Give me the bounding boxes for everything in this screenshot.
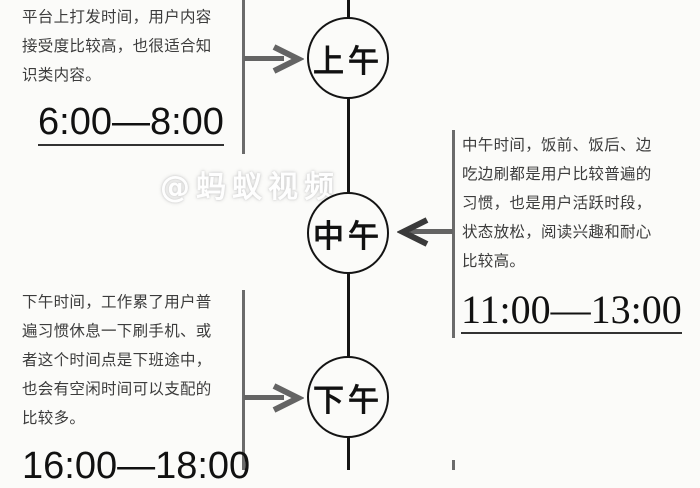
bracket-line-noon — [452, 130, 455, 338]
description-line: 中午时间，饭前、饭后、边 — [462, 136, 652, 154]
description-line: 平台上打发时间，用户内容 — [22, 8, 212, 26]
description-noon: 中午时间，饭前、饭后、边 吃边刷都是用户比较普遍的 习惯，也是用户活跃时段， 状… — [462, 131, 692, 276]
node-label-morning: 上午 — [313, 43, 383, 80]
description-line: 状态放松，阅读兴趣和耐心 — [462, 223, 652, 241]
arrow-left-icon — [397, 217, 429, 247]
node-label-noon: 中午 — [313, 218, 383, 255]
description-line: 也会有空闲时间可以支配的 — [22, 380, 212, 398]
node-circle-morning: 上午 — [307, 17, 389, 99]
node-circle-noon: 中午 — [307, 192, 389, 274]
time-range-morning: 6:00—8:00 — [38, 102, 224, 146]
arrow-shaft-afternoon — [244, 395, 284, 400]
bracket-line-evening — [452, 460, 455, 470]
description-line: 接受度比较高，也很适合知 — [22, 37, 212, 55]
description-line: 下午时间，工作累了用户普 — [22, 293, 212, 311]
node-label-afternoon: 下午 — [313, 382, 383, 419]
description-line: 者这个时间点是下班途中， — [22, 351, 212, 369]
description-morning: 平台上打发时间，用户内容 接受度比较高，也很适合知 识类内容。 — [22, 3, 232, 90]
description-line: 比较多。 — [22, 409, 86, 427]
arrow-shaft-morning — [244, 56, 284, 61]
description-line: 习惯，也是用户活跃时段， — [462, 194, 652, 212]
description-line: 比较高。 — [462, 252, 526, 270]
description-afternoon: 下午时间，工作累了用户普 遍习惯休息一下刷手机、或 者这个时间点是下班途中， 也… — [22, 288, 232, 433]
description-line: 遍习惯休息一下刷手机、或 — [22, 322, 212, 340]
node-circle-afternoon: 下午 — [307, 356, 389, 438]
arrow-shaft-noon — [410, 229, 453, 234]
arrow-right-icon — [272, 383, 304, 413]
time-range-afternoon: 16:00—18:00 — [22, 445, 251, 487]
watermark: @蚂蚁视频 — [160, 170, 340, 205]
bracket-line-afternoon — [242, 290, 245, 470]
description-line: 吃边刷都是用户比较普遍的 — [462, 165, 652, 183]
bracket-line-morning — [242, 0, 245, 154]
arrow-right-icon — [272, 44, 304, 74]
time-range-noon: 11:00—13:00 — [461, 287, 682, 334]
description-line: 识类内容。 — [22, 66, 102, 84]
